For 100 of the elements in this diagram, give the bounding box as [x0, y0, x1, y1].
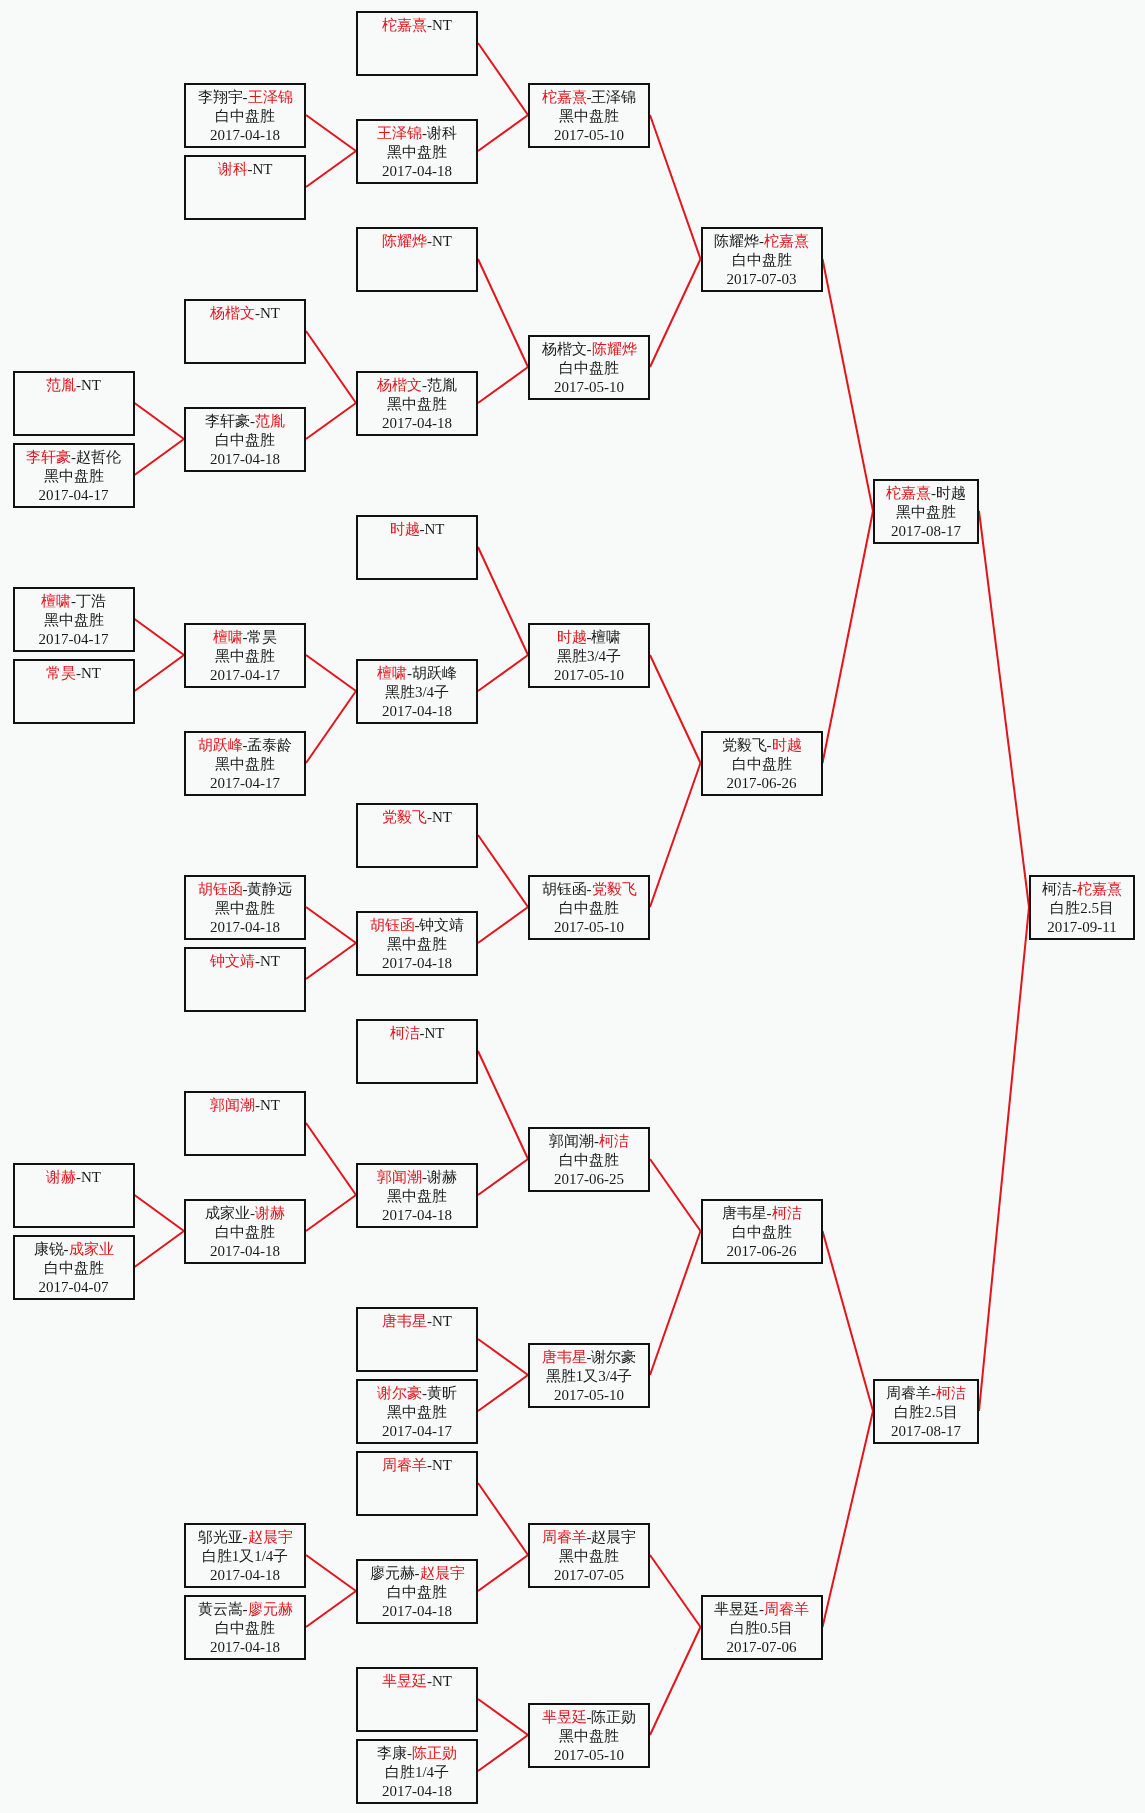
- date-text: 2017-04-18: [210, 449, 280, 469]
- match-box: [528, 874, 650, 940]
- result-text: 白中盘胜: [731, 1222, 792, 1242]
- players-text: 周睿羊-柯洁: [886, 1383, 966, 1403]
- result-text: 白中盘胜: [731, 754, 792, 774]
- players-text: 李轩豪-范胤: [205, 411, 285, 431]
- bracket-line: [649, 654, 702, 764]
- bracket-line: [821, 1230, 874, 1412]
- bracket-line: [649, 258, 702, 368]
- players-text: 周睿羊-赵晨宇: [541, 1527, 637, 1547]
- players-text: 李康-陈正勋: [377, 1743, 457, 1763]
- players-text: 李轩豪-赵哲伦: [26, 447, 121, 467]
- players-text: 杨楷文-NT: [210, 303, 280, 323]
- players-text: 时越-NT: [389, 519, 445, 539]
- date-text: 2017-06-25: [554, 1169, 624, 1189]
- date-text: 2017-05-10: [554, 665, 624, 685]
- match-box: [12, 658, 135, 724]
- result-text: 黑中盘胜: [387, 1186, 447, 1206]
- date-text: 2017-04-18: [210, 917, 280, 937]
- result-text: 白中盘胜: [559, 898, 619, 918]
- bracket-line: [133, 1230, 185, 1268]
- match-box: [356, 226, 478, 292]
- result-text: 白中盘胜: [215, 1618, 275, 1638]
- result-text: 黑胜3/4子: [556, 646, 622, 666]
- match-box: [528, 82, 650, 148]
- players-text: 郭闻潮-NT: [210, 1095, 280, 1115]
- date-text: 2017-05-10: [554, 125, 624, 145]
- result-text: 黑中盘胜: [559, 1546, 619, 1566]
- players-text: 檀啸-丁浩: [41, 591, 106, 611]
- match-box: [356, 118, 478, 184]
- date-text: 2017-04-17: [38, 485, 109, 505]
- date-text: 2017-04-18: [382, 161, 452, 181]
- date-text: 2017-04-18: [382, 1601, 452, 1621]
- bracket-line: [477, 546, 529, 656]
- date-text: 2017-07-05: [554, 1565, 624, 1585]
- match-box: [528, 334, 650, 400]
- bracket-line: [305, 942, 357, 980]
- players-text: 杨楷文-范胤: [377, 375, 457, 395]
- players-text: 黄云嵩-廖元赫: [197, 1599, 293, 1619]
- match-box: [528, 622, 650, 688]
- result-text: 白中盘胜: [559, 1150, 619, 1170]
- match-box: [528, 1342, 650, 1408]
- match-box: [184, 1198, 306, 1264]
- bracket-line: [477, 1050, 529, 1160]
- bracket-line: [649, 762, 702, 908]
- players-text: 杨楷文-陈耀烨: [541, 339, 637, 359]
- match-box: [356, 1378, 478, 1444]
- date-text: 2017-04-18: [210, 1637, 280, 1657]
- bracket-line: [305, 150, 357, 188]
- date-text: 2017-04-18: [210, 1241, 280, 1261]
- bracket-line: [133, 654, 185, 692]
- date-text: 2017-05-10: [554, 377, 624, 397]
- bracket-line: [649, 1230, 702, 1376]
- players-text: 廖元赫-赵晨宇: [369, 1563, 465, 1583]
- result-text: 白胜1又1/4子: [201, 1546, 289, 1566]
- bracket-line: [305, 690, 357, 764]
- date-text: 2017-04-17: [38, 629, 109, 649]
- match-box: [184, 1522, 306, 1588]
- bracket-line: [305, 1194, 357, 1232]
- bracket-line: [305, 114, 357, 152]
- players-text: 檀啸-常昊: [212, 627, 278, 647]
- bracket-line: [305, 402, 357, 440]
- players-text: 成家业-谢赫: [205, 1203, 285, 1223]
- players-text: 陈耀烨-柁嘉熹: [714, 231, 809, 251]
- match-box: [184, 154, 306, 220]
- match-box: [700, 226, 823, 292]
- bracket-line: [133, 402, 185, 440]
- result-text: 白中盘胜: [215, 1222, 275, 1242]
- match-box: [356, 1018, 478, 1084]
- match-box: [184, 946, 306, 1012]
- result-text: 白中盘胜: [387, 1582, 447, 1602]
- date-text: 2017-09-11: [1047, 917, 1117, 937]
- bracket-line: [305, 654, 357, 692]
- date-text: 2017-04-18: [382, 413, 452, 433]
- result-text: 黑中盘胜: [215, 898, 275, 918]
- date-text: 2017-04-18: [382, 1781, 452, 1801]
- date-text: 2017-04-18: [382, 701, 452, 721]
- players-text: 芈昱廷-陈正勋: [541, 1707, 637, 1727]
- bracket-line: [477, 366, 529, 404]
- players-text: 芈昱廷-周睿羊: [714, 1599, 809, 1619]
- result-text: 黑中盘胜: [43, 610, 104, 630]
- bracket-line: [477, 114, 529, 152]
- players-text: 王泽锦-谢科: [377, 123, 457, 143]
- bracket-line: [649, 114, 702, 260]
- result-text: 黑胜3/4子: [384, 682, 450, 702]
- date-text: 2017-04-18: [210, 1565, 280, 1585]
- bracket-line: [305, 1122, 357, 1196]
- result-text: 黑中盘胜: [215, 754, 275, 774]
- result-text: 黑胜1又3/4子: [545, 1366, 633, 1386]
- bracket-line: [649, 1626, 702, 1736]
- result-text: 黑中盘胜: [896, 502, 956, 522]
- match-box: [184, 1090, 306, 1156]
- bracket-line: [477, 1374, 529, 1412]
- date-text: 2017-04-18: [210, 125, 280, 145]
- match-box: [12, 370, 135, 436]
- bracket-line: [305, 906, 357, 944]
- players-text: 柯洁-柁嘉熹: [1042, 879, 1122, 899]
- match-box: [356, 1558, 478, 1624]
- players-text: 柯洁-NT: [389, 1023, 445, 1043]
- match-box: [1029, 874, 1135, 940]
